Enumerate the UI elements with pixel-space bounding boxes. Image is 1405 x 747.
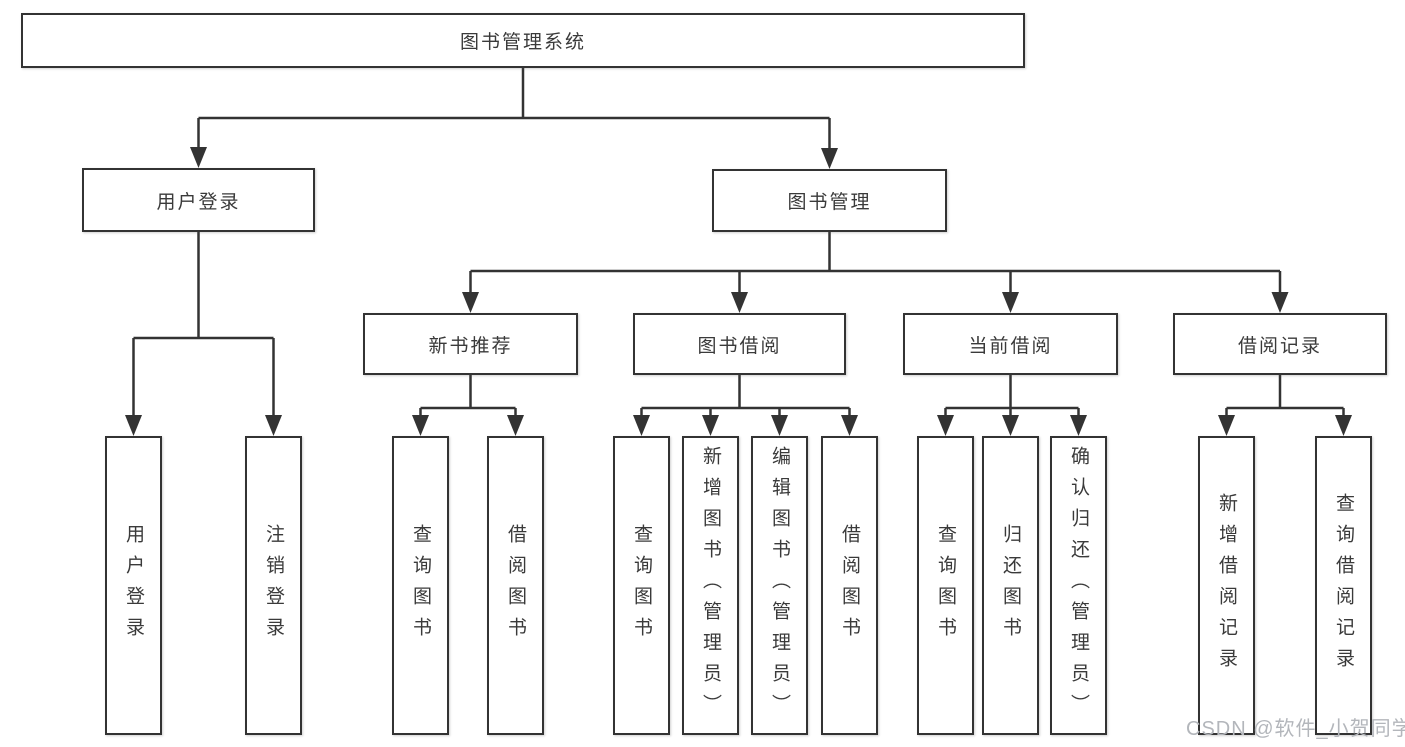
- csdn-watermark: CSDN @软件_小贺同学: [1186, 718, 1405, 740]
- leaf-query-books-borrowing: 查询图书: [613, 436, 670, 735]
- node-borrowing-records: 借阅记录: [1173, 313, 1387, 375]
- leaf-logout-label: 注销登录: [263, 523, 284, 648]
- leaf-confirm-return-admin: 确认归还（管理员）: [1050, 436, 1107, 735]
- node-book-management: 图书管理: [712, 169, 947, 232]
- connector-book-management-children: [462, 232, 1289, 313]
- leaf-user-login-label: 用户登录: [123, 523, 144, 648]
- leaf-query-books-recommend: 查询图书: [392, 436, 449, 735]
- leaf-query-books-current-label: 查询图书: [935, 523, 956, 648]
- node-current-borrowing: 当前借阅: [903, 313, 1118, 375]
- leaf-query-books-recommend-label: 查询图书: [410, 523, 431, 648]
- connector-current-borrowing-children: [937, 375, 1087, 436]
- leaf-borrow-books-recommend: 借阅图书: [487, 436, 544, 735]
- node-user-login-label: 用户登录: [156, 191, 241, 213]
- leaf-query-books-borrowing-label: 查询图书: [631, 523, 652, 648]
- node-book-borrowing-label: 图书借阅: [697, 335, 782, 357]
- connector-user-login-children: [125, 232, 282, 436]
- leaf-return-books-label: 归还图书: [1000, 523, 1021, 648]
- leaf-query-books-current: 查询图书: [917, 436, 974, 735]
- leaf-query-borrow-record-label: 查询借阅记录: [1333, 492, 1354, 679]
- leaf-add-borrow-record: 新增借阅记录: [1198, 436, 1255, 735]
- node-new-book-recommend-label: 新书推荐: [428, 335, 513, 357]
- node-borrowing-records-label: 借阅记录: [1237, 335, 1322, 357]
- leaf-edit-books-admin: 编辑图书（管理员）: [751, 436, 808, 735]
- leaf-logout: 注销登录: [245, 436, 302, 735]
- leaf-borrow-books-borrowing: 借阅图书: [821, 436, 878, 735]
- node-book-borrowing: 图书借阅: [633, 313, 846, 375]
- leaf-borrow-books-recommend-label: 借阅图书: [505, 523, 526, 648]
- connector-book-borrowing-children: [633, 375, 858, 436]
- leaf-confirm-return-admin-label: 确认归还（管理员）: [1068, 446, 1089, 725]
- node-library-system: 图书管理系统: [21, 13, 1025, 68]
- connector-root-to-level2: [190, 68, 838, 169]
- leaf-user-login: 用户登录: [105, 436, 162, 735]
- leaf-edit-books-admin-label: 编辑图书（管理员）: [769, 446, 790, 725]
- node-new-book-recommend: 新书推荐: [363, 313, 578, 375]
- node-user-login: 用户登录: [82, 168, 315, 232]
- leaf-add-borrow-record-label: 新增借阅记录: [1216, 492, 1237, 679]
- connector-borrowing-records-children: [1218, 375, 1352, 436]
- node-current-borrowing-label: 当前借阅: [968, 335, 1053, 357]
- node-book-management-label: 图书管理: [787, 192, 872, 213]
- leaf-query-borrow-record: 查询借阅记录: [1315, 436, 1372, 735]
- leaf-borrow-books-borrowing-label: 借阅图书: [839, 523, 860, 648]
- leaf-add-books-admin: 新增图书（管理员）: [682, 436, 739, 735]
- leaf-add-books-admin-label: 新增图书（管理员）: [700, 446, 721, 725]
- connector-new-book-children: [412, 375, 524, 436]
- node-library-system-label: 图书管理系统: [459, 32, 586, 53]
- leaf-return-books: 归还图书: [982, 436, 1039, 735]
